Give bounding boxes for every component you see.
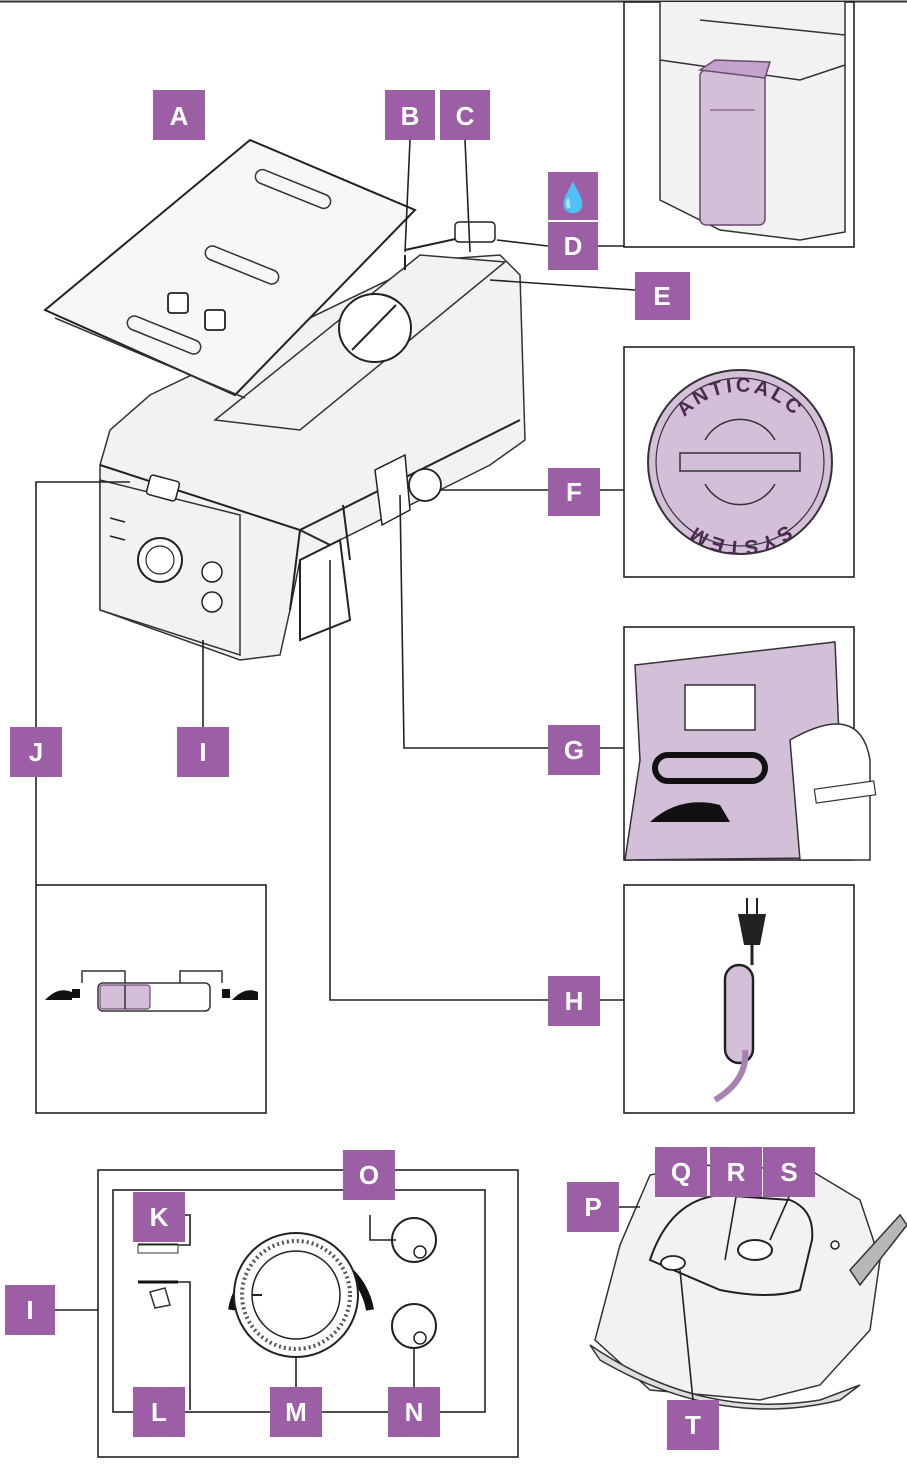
label-H: H: [329, 560, 624, 1026]
svg-text:B: B: [401, 101, 420, 131]
svg-text:P: P: [584, 1192, 601, 1222]
label-T: T: [667, 1269, 719, 1450]
svg-text:I: I: [199, 737, 206, 767]
label-G: G: [399, 494, 624, 775]
svg-text:R: R: [727, 1157, 746, 1187]
label-S: S: [763, 1147, 815, 1241]
label-A: A: [153, 90, 205, 140]
svg-text:H: H: [565, 986, 584, 1016]
svg-text:Q: Q: [671, 1157, 691, 1187]
steam-generator-base: [99, 221, 526, 661]
label-E: E: [489, 272, 690, 320]
svg-text:A: A: [170, 101, 189, 131]
svg-text:C: C: [456, 101, 475, 131]
label-Q: Q: [655, 1147, 707, 1197]
svg-text:I: I: [26, 1295, 33, 1325]
steam-iron: [589, 1164, 907, 1410]
label-I-top: I: [177, 640, 229, 777]
label-F: F: [440, 468, 624, 516]
detail-box-power-cord: [623, 884, 855, 1114]
detail-box-iron-rest: [623, 626, 877, 861]
label-I-panel: I: [5, 1285, 98, 1335]
label-K: K: [133, 1192, 185, 1242]
svg-text:M: M: [285, 1397, 307, 1427]
svg-text:K: K: [150, 1202, 169, 1232]
detail-box-water-tank: [623, 1, 855, 248]
svg-text:D: D: [564, 231, 583, 261]
svg-text:O: O: [359, 1160, 379, 1190]
svg-text:T: T: [685, 1410, 701, 1440]
label-R: R: [710, 1147, 762, 1261]
svg-text:N: N: [405, 1397, 424, 1427]
label-J: J: [10, 481, 130, 885]
label-B: B: [385, 90, 435, 253]
removable-lid: [43, 138, 417, 399]
label-C: C: [440, 90, 490, 253]
label-N: N: [388, 1348, 440, 1437]
svg-text:S: S: [780, 1157, 797, 1187]
svg-text:💧: 💧: [556, 182, 591, 215]
label-O: O: [343, 1150, 395, 1200]
detail-box-anticalc: ANTICALC SYSTEM: [623, 346, 855, 578]
label-P: P: [567, 1182, 640, 1232]
svg-text:E: E: [653, 281, 670, 311]
detail-box-lock-switch: [35, 884, 267, 1114]
label-M: M: [270, 1357, 322, 1437]
svg-text:F: F: [566, 477, 582, 507]
svg-text:L: L: [151, 1397, 167, 1427]
label-D: 💧 D: [496, 172, 624, 270]
svg-text:G: G: [564, 735, 584, 765]
svg-text:J: J: [29, 737, 43, 767]
label-L: L: [133, 1387, 185, 1437]
